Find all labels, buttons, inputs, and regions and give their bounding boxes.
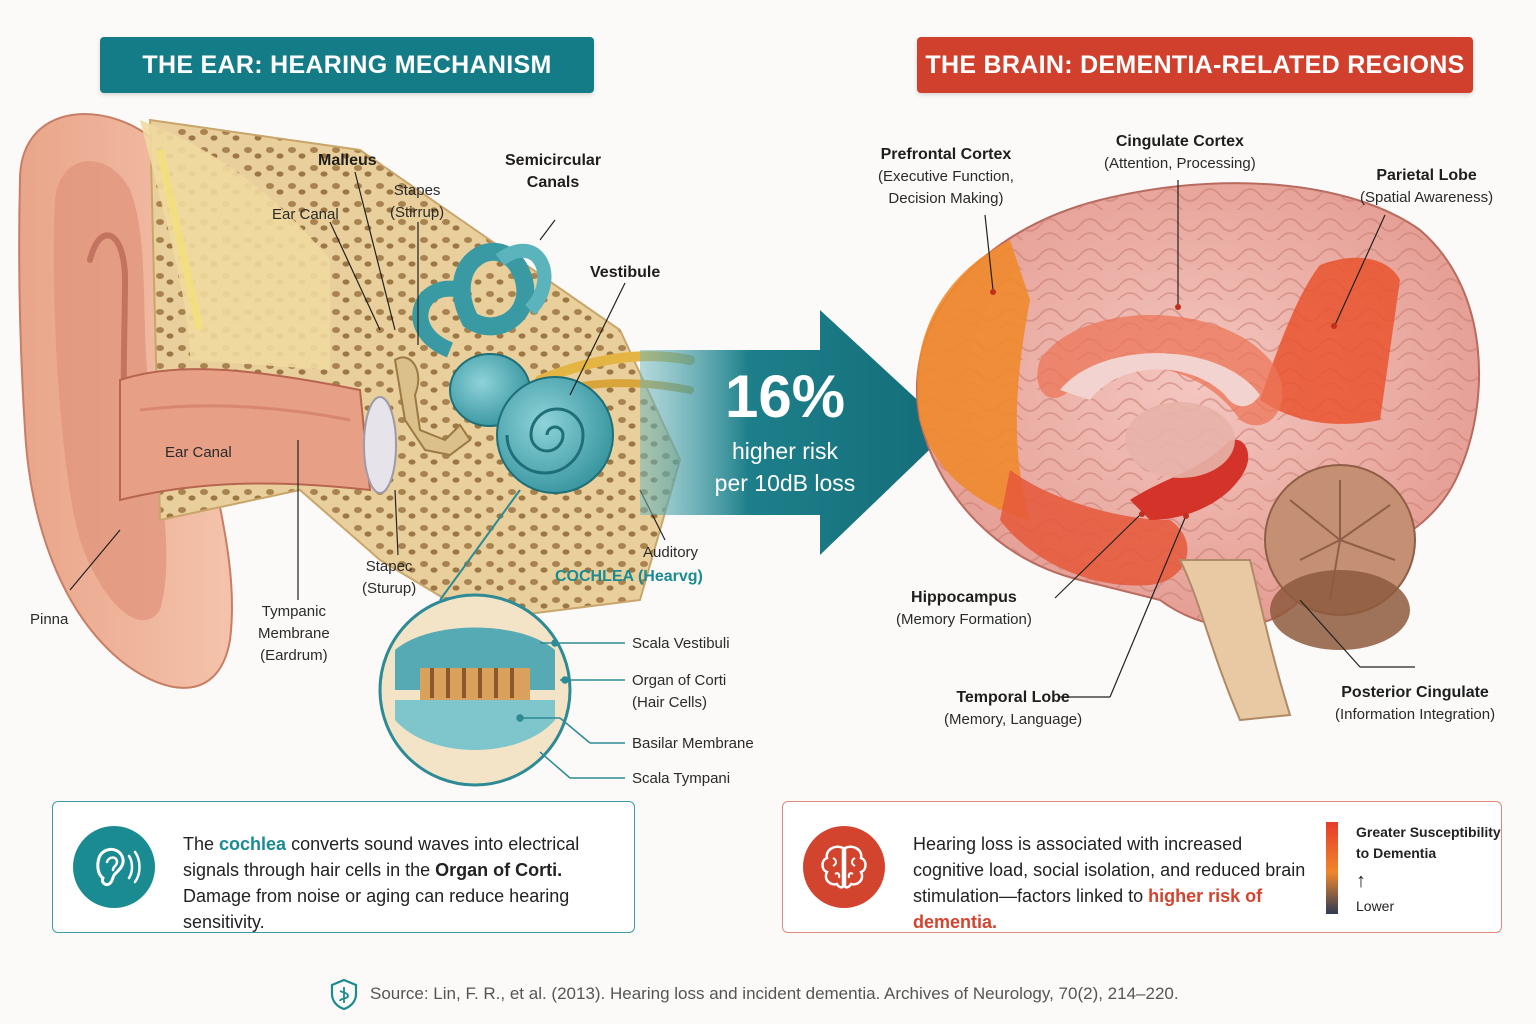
label-vestibule: Vestibule: [590, 264, 661, 281]
label-scala-tympani: Scala Tympani: [632, 770, 731, 787]
ear-info-text: The cochlea converts sound waves into el…: [183, 834, 580, 932]
label-temporal-lobe: Temporal Lobe(Memory, Language): [944, 689, 1083, 728]
legend-lower-label: Lower: [1356, 898, 1395, 914]
label-posterior-cingulate: Posterior Cingulate(Information Integrat…: [1335, 684, 1496, 723]
ear-info-box: The cochlea converts sound waves into el…: [52, 801, 635, 933]
ear-icon: [96, 848, 141, 886]
legend-greater-label: Greater Susceptibility to Dementia: [1356, 824, 1501, 861]
source-text: Source: Lin, F. R., et al. (2013). Heari…: [370, 984, 1179, 1003]
label-tympanic-membrane: Tympanic Membrane(Eardrum): [258, 603, 330, 664]
risk-line-2: per 10dB loss: [714, 470, 856, 496]
label-pinna: Pinna: [30, 611, 69, 628]
risk-percentage: 16%: [724, 363, 846, 430]
brain-icon-circle: [803, 826, 885, 908]
label-parietal-lobe: Parietal Lobe(Spatial Awareness): [1360, 167, 1494, 206]
label-prefrontal-cortex: Prefrontal Cortex(Executive Function, De…: [878, 146, 1014, 207]
label-scala-vestibuli: Scala Vestibuli: [632, 635, 730, 652]
label-organ-of-corti: Organ of Corti(Hair Cells): [632, 672, 727, 711]
brain-section-header: THE BRAIN: DEMENTIA-RELATED REGIONS: [917, 37, 1473, 93]
label-semicircular-canals: Semicircular Canals: [505, 152, 602, 191]
label-auditory: Auditory: [643, 544, 699, 561]
ear-icon-circle: [73, 826, 155, 908]
risk-line-1: higher risk: [731, 438, 839, 464]
shield-icon: [330, 978, 358, 1010]
brain-info-box: Hearing loss is associated with increase…: [782, 801, 1502, 933]
label-hippocampus: Hippocampus(Memory Formation): [896, 589, 1032, 628]
brain-info-text: Hearing loss is associated with increase…: [913, 834, 1306, 932]
label-stapes-low: Stapec(Sturup): [362, 558, 417, 597]
susceptibility-legend-bar: [1326, 822, 1338, 914]
label-cingulate-cortex: Cingulate Cortex(Attention, Processing): [1104, 133, 1256, 172]
label-cochlea: COCHLEA (Hearvg): [555, 568, 703, 585]
source-citation: Source: Lin, F. R., et al. (2013). Heari…: [330, 978, 1210, 1010]
label-stapes-top: Stapes(Stirrup): [390, 182, 445, 221]
legend-up-arrow-icon: ↑: [1356, 870, 1366, 892]
label-ear-canal-top: Ear Canal: [272, 206, 339, 223]
label-ear-canal-inner: Ear Canal: [165, 444, 232, 461]
ear-section-header: THE EAR: HEARING MECHANISM: [100, 37, 594, 93]
label-malleus: Malleus: [318, 152, 377, 169]
label-basilar-membrane: Basilar Membrane: [632, 735, 754, 752]
brain-icon: [821, 845, 867, 889]
